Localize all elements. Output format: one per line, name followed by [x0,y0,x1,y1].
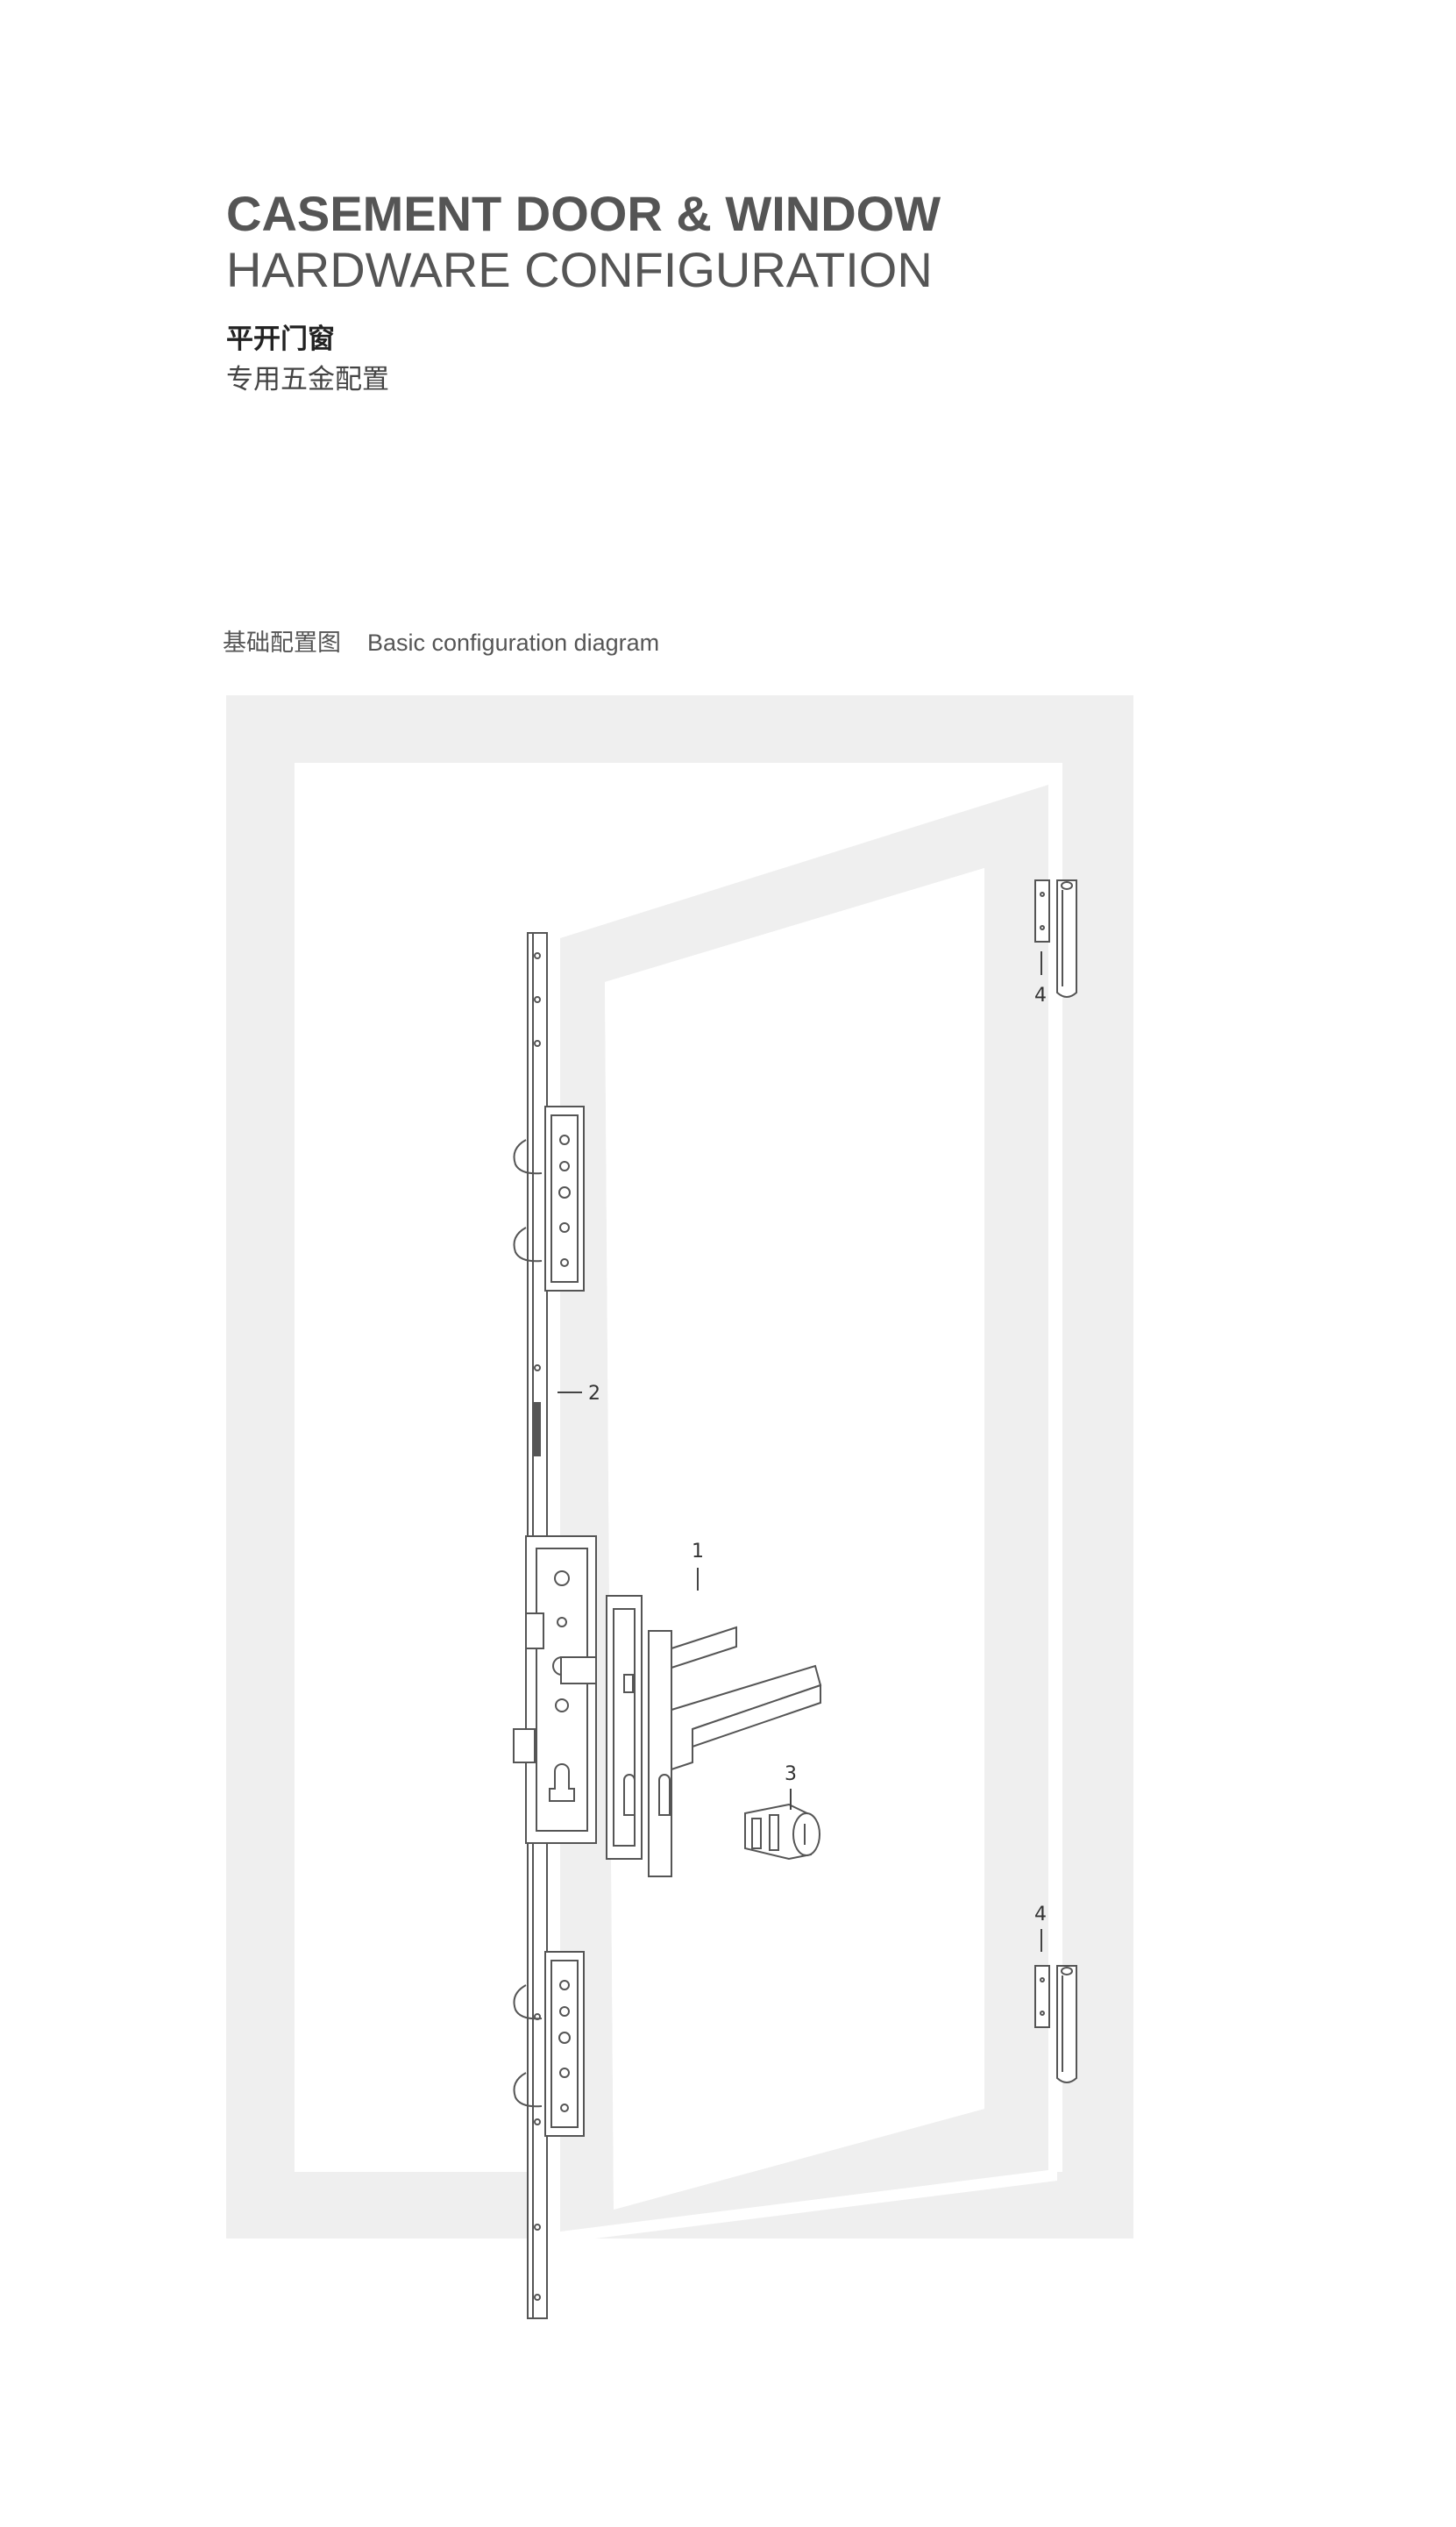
cn-subtitle: 专用五金配置 [226,364,389,395]
diagram-caption: 基础配置图 Basic configuration diagram [223,630,660,657]
hinge-top [1034,879,1077,998]
callout-handle: 1 [692,1541,704,1562]
door-handle [606,1595,822,1877]
cn-title: 平开门窗 [226,324,335,355]
lock-cylinder [744,1803,820,1861]
diagram-caption-en: Basic configuration diagram [367,630,660,656]
hinge-bottom [1034,1965,1077,2083]
callout-hinge-bottom: 4 [1034,1904,1047,1926]
door-leaf-panel [560,785,1048,2232]
page-subtitle: HARDWARE CONFIGURATION [226,242,933,297]
multipoint-lock-strip [513,932,597,2319]
callout-hinge-top: 4 [1034,985,1047,1007]
page-title: CASEMENT DOOR & WINDOW [226,186,941,241]
door-leaf-inner [605,868,984,2210]
diagram-caption-cn: 基础配置图 [223,630,341,657]
callout-cylinder: 3 [785,1763,797,1785]
callout-lock-strip: 2 [588,1383,600,1405]
callout-leaders [558,951,1042,1952]
